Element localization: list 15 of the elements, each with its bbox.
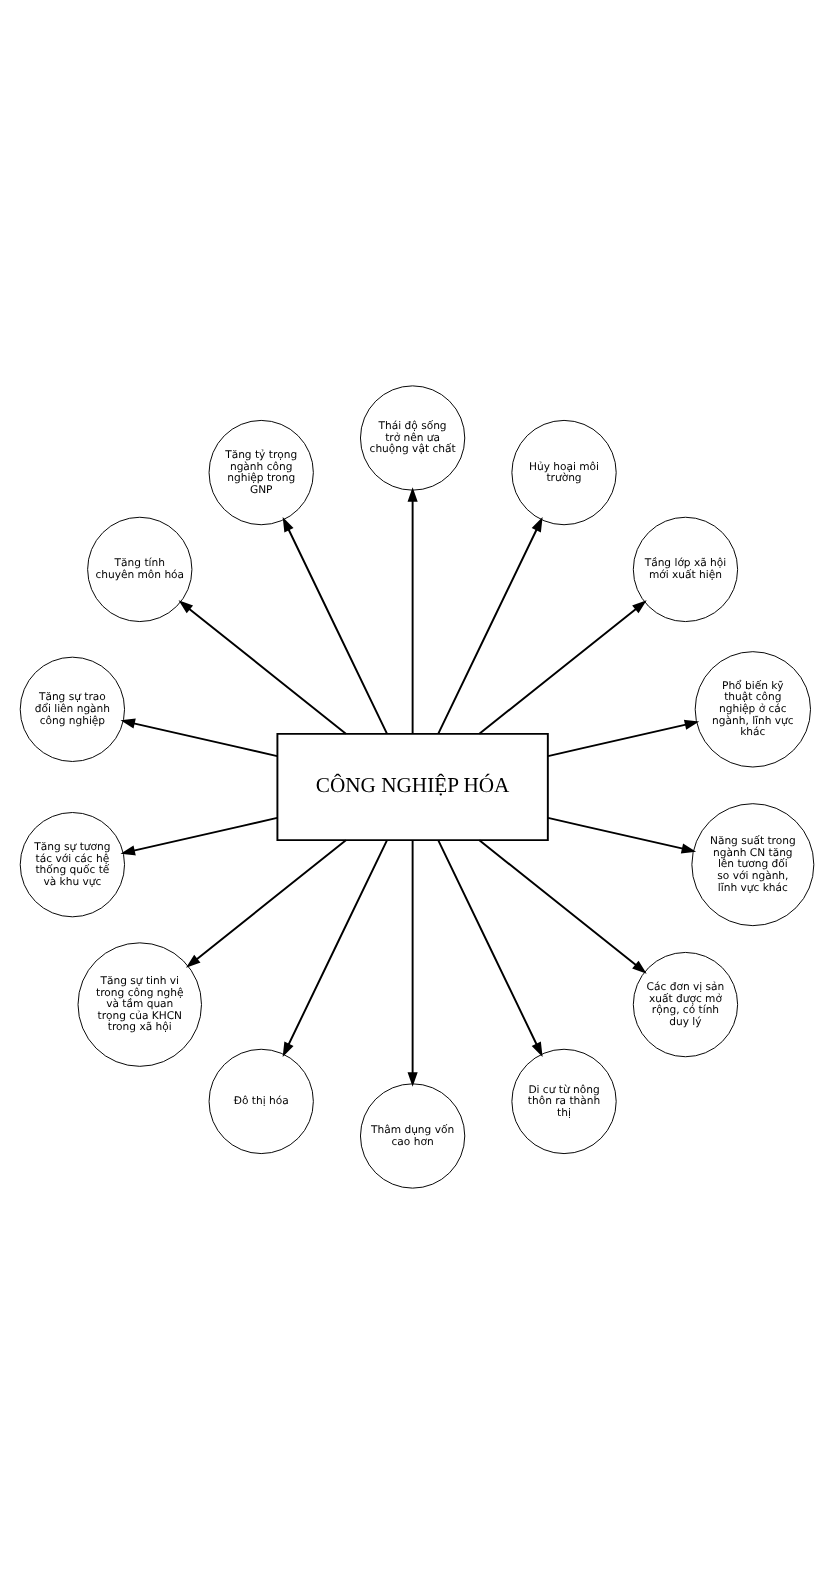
arrow <box>437 838 543 1056</box>
arrow <box>120 815 279 855</box>
arrow <box>547 718 700 757</box>
arrow <box>282 838 388 1056</box>
arrow <box>178 599 347 734</box>
arrow <box>186 838 347 967</box>
arrow <box>547 815 697 853</box>
node-box: CÔNG NGHIỆP HÓA <box>276 731 549 841</box>
arrow <box>407 486 418 734</box>
arrow <box>120 717 279 757</box>
arrow <box>407 838 418 1086</box>
arrow <box>282 516 388 734</box>
arrow <box>478 599 647 734</box>
arrow <box>478 838 647 973</box>
arrow <box>437 516 543 734</box>
